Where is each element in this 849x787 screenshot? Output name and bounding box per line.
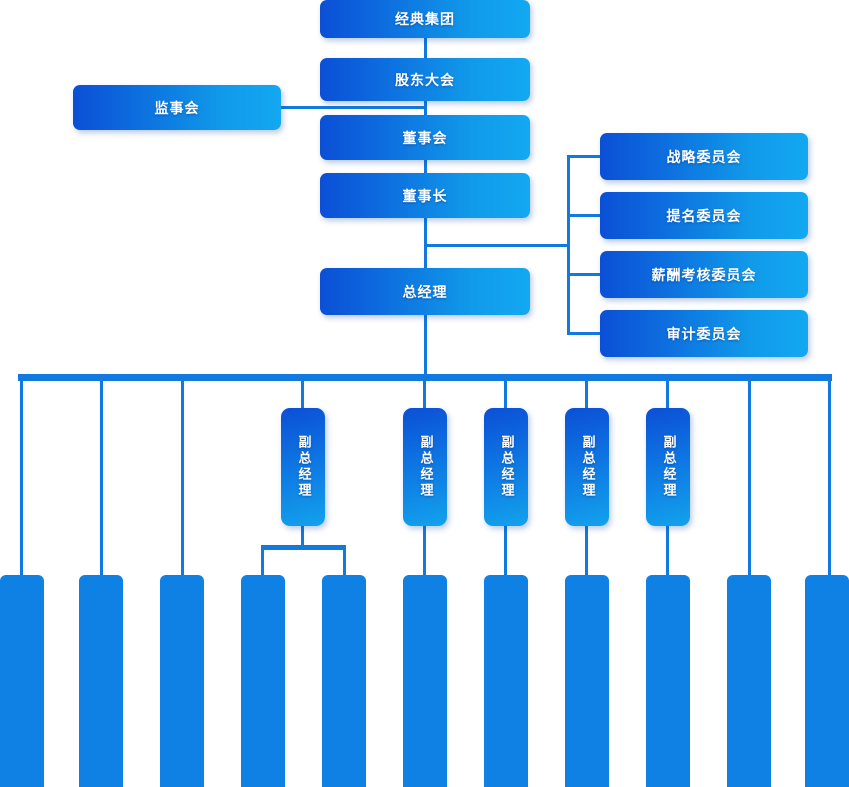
connector-stub-compensation: [567, 273, 602, 276]
node-department-1[interactable]: [0, 575, 44, 787]
connector-main-bus: [18, 374, 832, 381]
node-general-manager[interactable]: 总经理: [320, 268, 530, 315]
node-nomination-committee[interactable]: 提名委员会: [600, 192, 808, 239]
connector-stub-audit: [567, 332, 602, 335]
node-vice-general-manager-2[interactable]: 副总经理: [403, 408, 447, 526]
connector-bus-drop-vp1: [301, 380, 304, 410]
node-department-2[interactable]: [79, 575, 123, 787]
node-vice-general-manager-5-label: 副总经理: [660, 435, 676, 499]
connector-bus-drop-vp4: [585, 380, 588, 410]
connector-bus-drop-dept3: [181, 380, 184, 577]
connector-bus-drop-dept1: [20, 380, 23, 577]
node-department-4[interactable]: [241, 575, 285, 787]
connector-spine-gm-bus: [424, 313, 427, 375]
connector-bus-drop-vp5: [666, 380, 669, 410]
node-supervisory-board-label: 监事会: [154, 100, 200, 117]
node-chairman[interactable]: 董事长: [320, 173, 530, 218]
node-vice-general-manager-4[interactable]: 副总经理: [565, 408, 609, 526]
node-department-11[interactable]: [805, 575, 849, 787]
connector-vp1-drop-dept5: [343, 545, 346, 577]
node-vice-general-manager-1[interactable]: 副总经理: [281, 408, 325, 526]
connector-bus-drop-vp2: [423, 380, 426, 410]
node-chairman-label: 董事长: [402, 188, 448, 205]
node-vice-general-manager-1-label: 副总经理: [295, 435, 311, 499]
node-board-of-directors[interactable]: 董事会: [320, 115, 530, 160]
connector-bus-drop-dept11: [828, 380, 831, 577]
node-shareholders-meeting-label: 股东大会: [395, 72, 455, 89]
node-vice-general-manager-5[interactable]: 副总经理: [646, 408, 690, 526]
connector-stub-strategy: [567, 155, 602, 158]
node-general-manager-label: 总经理: [402, 284, 448, 301]
connector-committee-trunk: [567, 155, 570, 335]
connector-vp1-stem: [301, 524, 304, 548]
connector-vp5-drop-dept9: [666, 524, 669, 577]
node-vice-general-manager-3[interactable]: 副总经理: [484, 408, 528, 526]
connector-vp2-drop-dept6: [423, 524, 426, 577]
node-compensation-committee[interactable]: 薪酬考核委员会: [600, 251, 808, 298]
node-audit-committee-label: 审计委员会: [666, 326, 742, 343]
node-department-10[interactable]: [727, 575, 771, 787]
node-department-7[interactable]: [484, 575, 528, 787]
node-department-6[interactable]: [403, 575, 447, 787]
node-vice-general-manager-3-label: 副总经理: [498, 435, 514, 499]
connector-vp1-drop-dept4: [261, 545, 264, 577]
node-strategy-committee-label: 战略委员会: [666, 149, 742, 166]
node-supervisory-board[interactable]: 监事会: [73, 85, 281, 130]
node-vice-general-manager-2-label: 副总经理: [417, 435, 433, 499]
node-board-of-directors-label: 董事会: [402, 130, 448, 147]
connector-bus-drop-dept10: [748, 380, 751, 577]
node-compensation-committee-label: 薪酬考核委员会: [651, 267, 757, 284]
node-audit-committee[interactable]: 审计委员会: [600, 310, 808, 357]
node-nomination-committee-label: 提名委员会: [666, 208, 742, 225]
connector-spine-group-shareholders: [424, 36, 427, 60]
connector-supervisory-to-spine: [279, 106, 427, 109]
connector-spine-board-chairman: [424, 158, 427, 175]
node-department-5[interactable]: [322, 575, 366, 787]
connector-vp3-drop-dept7: [504, 524, 507, 577]
connector-bus-drop-vp3: [504, 380, 507, 410]
connector-vp4-drop-dept8: [585, 524, 588, 577]
connector-vp1-bracket: [261, 545, 346, 550]
node-department-8[interactable]: [565, 575, 609, 787]
node-shareholders-meeting[interactable]: 股东大会: [320, 58, 530, 101]
connector-bus-drop-dept2: [100, 380, 103, 577]
node-vice-general-manager-4-label: 副总经理: [579, 435, 595, 499]
node-group[interactable]: 经典集团: [320, 0, 530, 38]
connector-stub-nomination: [567, 214, 602, 217]
node-department-9[interactable]: [646, 575, 690, 787]
node-department-3[interactable]: [160, 575, 204, 787]
connector-spine-chairman-gm: [424, 216, 427, 270]
connector-spine-to-committee-trunk: [424, 244, 570, 247]
node-strategy-committee[interactable]: 战略委员会: [600, 133, 808, 180]
node-group-label: 经典集团: [395, 12, 455, 28]
